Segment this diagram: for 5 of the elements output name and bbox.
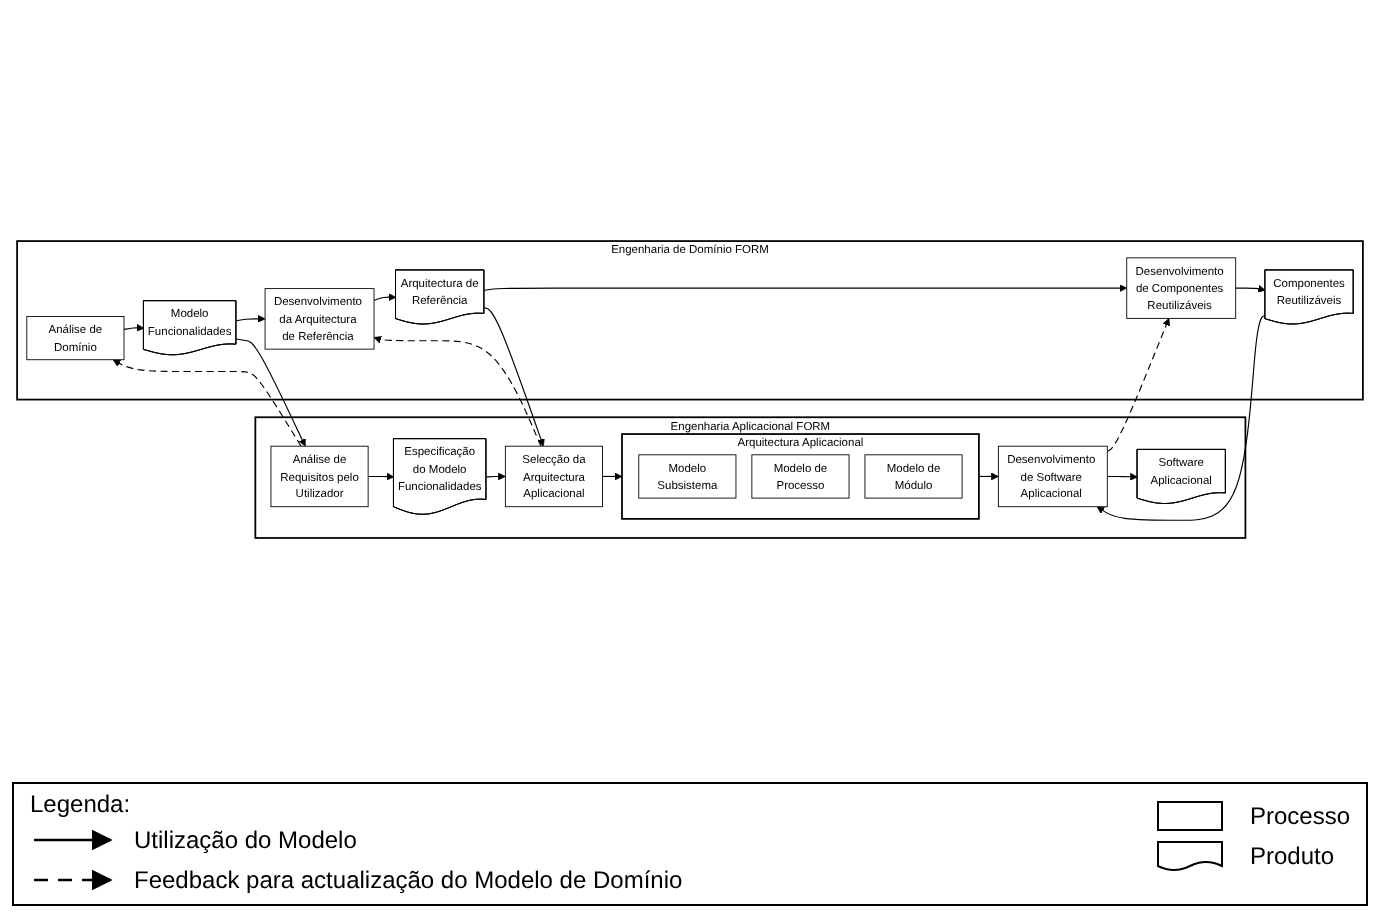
legend-label: Processo bbox=[1249, 802, 1350, 830]
legend-label: Produto bbox=[1249, 842, 1334, 870]
legend-heading: Legenda: bbox=[30, 790, 133, 818]
legend-label: Feedback para actualização do Modelo de Domínio bbox=[134, 866, 683, 894]
legend-label: Utilização do Modelo bbox=[134, 826, 357, 854]
